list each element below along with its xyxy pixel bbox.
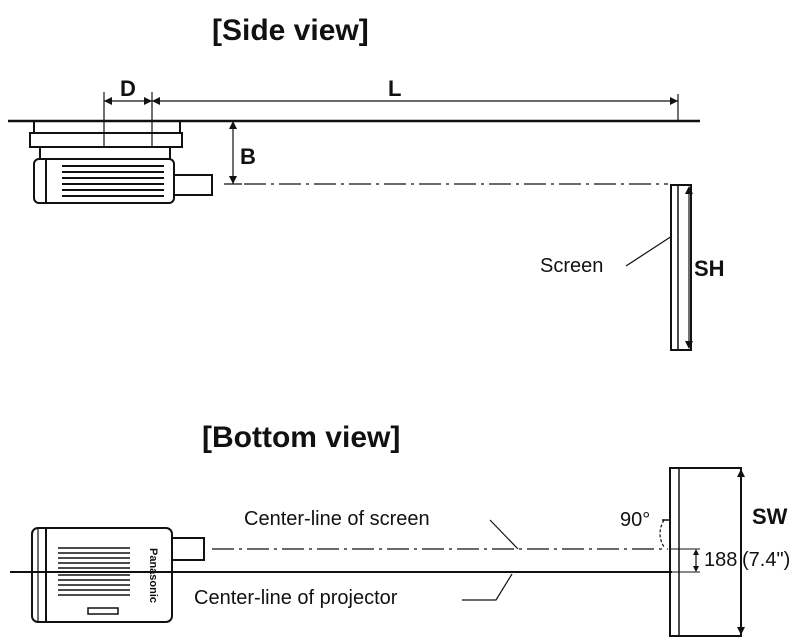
- screen-label: Screen: [540, 255, 603, 277]
- screen-centerline-leader: [489, 519, 519, 550]
- centerline-projector-label: Center-line of projector: [194, 587, 398, 609]
- projector-side: [29, 120, 213, 204]
- dimension-sh-label: SH: [694, 256, 725, 281]
- dimension-offset: [669, 548, 700, 573]
- right-angle-arc: [659, 519, 665, 548]
- dimension-sw-label: SW: [752, 504, 788, 529]
- projector-brand-logo: Panasonic: [147, 548, 159, 603]
- angle-label: 90°: [620, 509, 650, 531]
- dimension-sh: [685, 186, 693, 349]
- dimension-l-label: L: [388, 76, 401, 101]
- screen-side: [670, 184, 692, 351]
- projector-centerline-leader: [462, 573, 513, 601]
- bottom-view-title: [Bottom view]: [202, 421, 400, 454]
- dimension-b-label: B: [240, 144, 256, 169]
- dimension-b: [224, 121, 242, 185]
- offset-mm-label: 188: [704, 549, 737, 571]
- projector-bottom: [31, 527, 205, 623]
- dimension-d-label: D: [120, 76, 136, 101]
- screen-leader-line: [625, 235, 673, 267]
- side-view-title: [Side view]: [212, 14, 369, 47]
- offset-inch-label: (7.4"): [742, 549, 790, 571]
- centerline-screen-label: Center-line of screen: [244, 508, 430, 530]
- bottom-view: [Bottom view] Panasonic: [10, 421, 790, 637]
- side-view: [Side view] D L: [8, 14, 725, 351]
- dimension-sw: [737, 469, 745, 635]
